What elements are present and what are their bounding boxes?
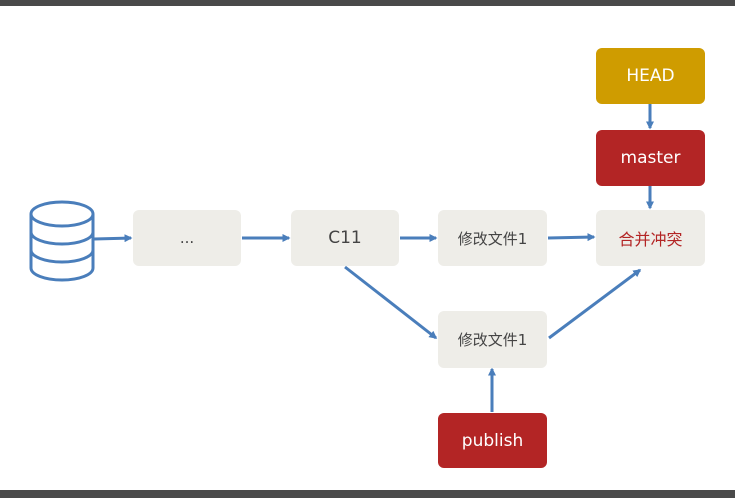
commit-modify-file-top: 修改文件1 [438,210,547,266]
top-border [0,0,735,6]
arrow-commit-bottom-to-merge [548,268,642,340]
branch-publish-label: publish [461,430,524,451]
commit-c11: C11 [291,210,399,266]
commit-ellipsis-label: ... [179,229,195,247]
commit-ellipsis: ... [133,210,241,266]
head-pointer: HEAD [596,48,705,104]
merge-conflict-label: 合并冲突 [618,230,683,249]
bottom-border [0,490,735,498]
arrow-db-to-ellipsis [93,234,133,243]
commit-modify-file-bottom-label: 修改文件1 [457,331,528,349]
arrow-commit-top-to-merge [547,233,596,242]
head-label: HEAD [626,66,675,86]
database-icon [29,200,95,282]
branch-publish: publish [438,413,547,468]
branch-master: master [596,130,705,186]
branch-master-label: master [620,148,681,168]
commit-c11-label: C11 [328,228,362,248]
merge-conflict-commit: 合并冲突 [596,210,705,266]
arrow-c11-to-commit-bottom [344,265,438,340]
commit-modify-file-bottom: 修改文件1 [438,311,547,368]
commit-modify-file-top-label: 修改文件1 [457,229,528,248]
